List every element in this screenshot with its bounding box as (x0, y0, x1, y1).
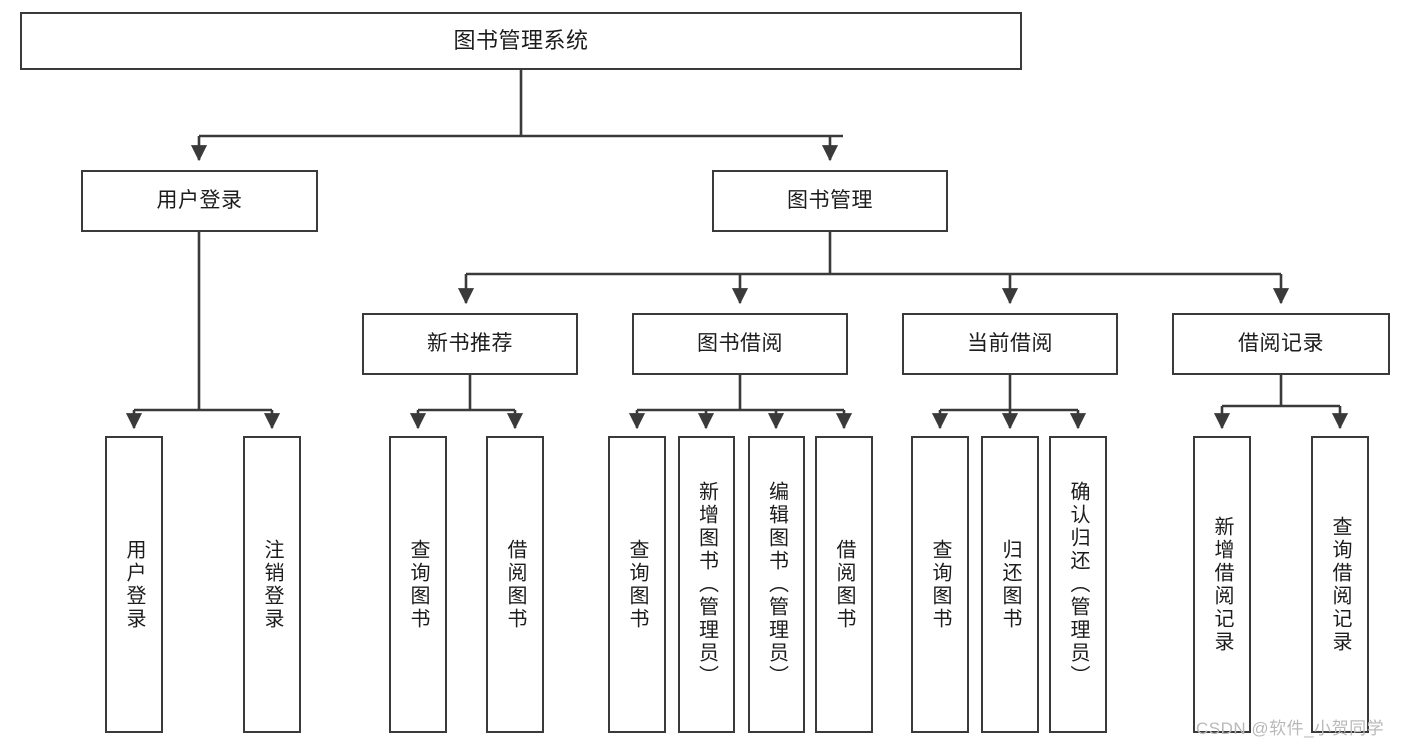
node-label: 新书推荐 (427, 331, 513, 355)
csdn-watermark: CSDN @软件_小贺同学 (1196, 719, 1385, 738)
leaf-node-borrow-book-recommend[interactable]: 借阅图书 (486, 436, 544, 733)
node-root-book-management-system[interactable]: 图书管理系统 (20, 12, 1022, 70)
node-label: 编辑图书（管理员） (765, 481, 788, 688)
node-label: 查询图书 (929, 538, 951, 631)
node-current-borrow[interactable]: 当前借阅 (902, 313, 1118, 375)
node-new-book-recommend[interactable]: 新书推荐 (362, 313, 578, 375)
leaf-node-user-login[interactable]: 用户登录 (105, 436, 163, 733)
node-label: 借阅图书 (833, 538, 855, 631)
leaf-node-add-book-admin[interactable]: 新增图书（管理员） (678, 436, 735, 733)
node-label: 用户登录 (156, 188, 243, 212)
node-label: 当前借阅 (967, 331, 1053, 355)
node-label: 用户登录 (123, 538, 145, 631)
node-label: 注销登录 (261, 538, 283, 631)
leaf-node-query-book-current[interactable]: 查询图书 (911, 436, 969, 733)
node-label: 归还图书 (999, 538, 1021, 631)
leaf-node-query-book-borrow[interactable]: 查询图书 (608, 436, 666, 733)
leaf-node-edit-book-admin[interactable]: 编辑图书（管理员） (748, 436, 805, 733)
node-label: 确认归还（管理员） (1067, 481, 1089, 688)
node-book-borrow[interactable]: 图书借阅 (632, 313, 848, 375)
leaf-node-borrow-book[interactable]: 借阅图书 (815, 436, 873, 733)
node-label: 图书借阅 (697, 331, 783, 355)
node-label: 查询借阅记录 (1329, 515, 1351, 654)
node-borrow-record[interactable]: 借阅记录 (1172, 313, 1390, 375)
leaf-node-query-book-recommend[interactable]: 查询图书 (389, 436, 447, 733)
node-label: 新增图书（管理员） (695, 481, 718, 688)
node-label: 借阅记录 (1238, 331, 1324, 355)
leaf-node-add-borrow-record[interactable]: 新增借阅记录 (1193, 436, 1251, 733)
node-label: 查询图书 (626, 538, 648, 631)
leaf-node-confirm-return-admin[interactable]: 确认归还（管理员） (1049, 436, 1107, 733)
node-label: 新增借阅记录 (1211, 515, 1233, 654)
leaf-node-query-borrow-record[interactable]: 查询借阅记录 (1311, 436, 1369, 733)
leaf-node-return-book[interactable]: 归还图书 (981, 436, 1039, 733)
node-label: 图书管理 (787, 188, 873, 212)
node-label: 图书管理系统 (453, 28, 589, 54)
leaf-node-logout-login[interactable]: 注销登录 (243, 436, 301, 733)
node-book-management[interactable]: 图书管理 (712, 170, 948, 232)
node-label: 查询图书 (407, 538, 429, 631)
node-label: 借阅图书 (504, 538, 526, 631)
node-user-login[interactable]: 用户登录 (81, 170, 318, 232)
